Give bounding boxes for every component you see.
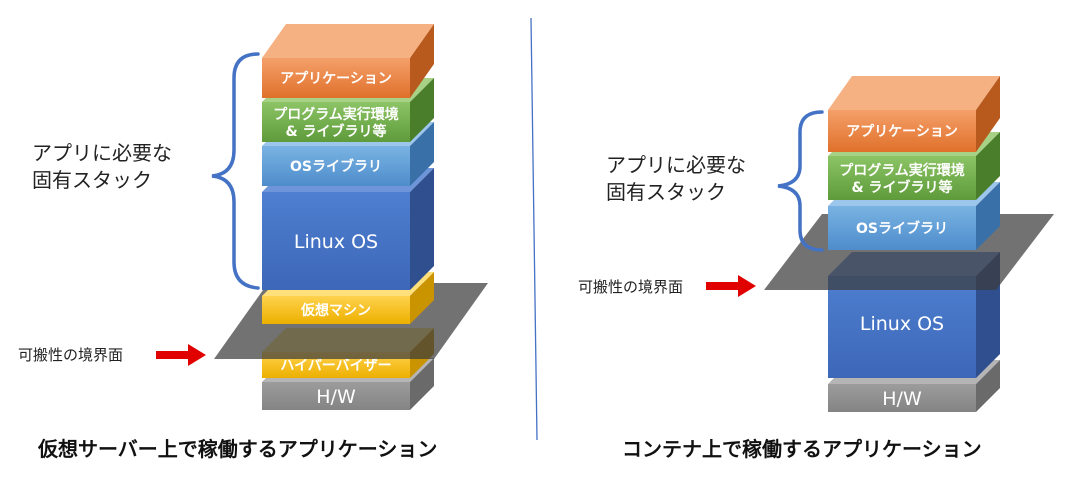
right-runtime-layer: プログラム実行環境 & ライブラリ等 xyxy=(828,132,1000,200)
right-app-label: アプリケーション xyxy=(846,124,958,140)
right-brace-icon xyxy=(777,110,824,252)
left-linux-label: Linux OS xyxy=(294,231,378,253)
left-brace-icon xyxy=(211,52,260,290)
left-linux-layer: Linux OS xyxy=(262,168,434,290)
right-runtime-label-1: プログラム実行環境 xyxy=(839,162,965,179)
left-oslib-label: OSライブラリ xyxy=(290,158,382,175)
left-arrow-icon xyxy=(156,344,206,366)
right-stack-label-2: 固有スタック xyxy=(606,180,726,204)
left-app-layer: アプリケーション xyxy=(262,24,434,98)
left-hypervisor-label: ハイパーバイザー xyxy=(280,358,391,374)
left-stack-label-2: 固有スタック xyxy=(32,168,152,192)
left-caption: 仮想サーバー上で稼働するアプリケーション xyxy=(37,437,437,461)
right-boundary-label: 可搬性の境界面 xyxy=(578,278,683,296)
left-runtime-label-2: & ライブラリ等 xyxy=(285,123,386,140)
left-app-label: アプリケーション xyxy=(280,71,392,87)
right-stack-label-1: アプリに必要な xyxy=(606,153,746,177)
right-arrow-icon xyxy=(706,275,756,297)
left-boundary-label: 可搬性の境界面 xyxy=(18,346,123,364)
right-oslib-label: OSライブラリ xyxy=(856,220,948,237)
left-hw-label: H/W xyxy=(316,386,356,408)
left-runtime-label-1: プログラム実行環境 xyxy=(273,106,399,123)
left-vm-label: 仮想マシン xyxy=(300,302,371,319)
left-stack: H/W ハイパーバイザー 仮想マシン Linux OS xyxy=(214,24,488,410)
right-hw-label: H/W xyxy=(882,388,922,410)
right-stack: H/W Linux OS OSライブラリ プログラム実行環境 & ライブラリ等 xyxy=(764,76,1054,412)
right-linux-label: Linux OS xyxy=(860,313,944,335)
left-stack-label-1: アプリに必要な xyxy=(32,141,172,165)
right-caption: コンテナ上で稼働するアプリケーション xyxy=(622,437,982,461)
section-divider xyxy=(530,17,538,441)
right-app-layer: アプリケーション xyxy=(828,76,1000,152)
right-runtime-label-2: & ライブラリ等 xyxy=(851,179,952,196)
